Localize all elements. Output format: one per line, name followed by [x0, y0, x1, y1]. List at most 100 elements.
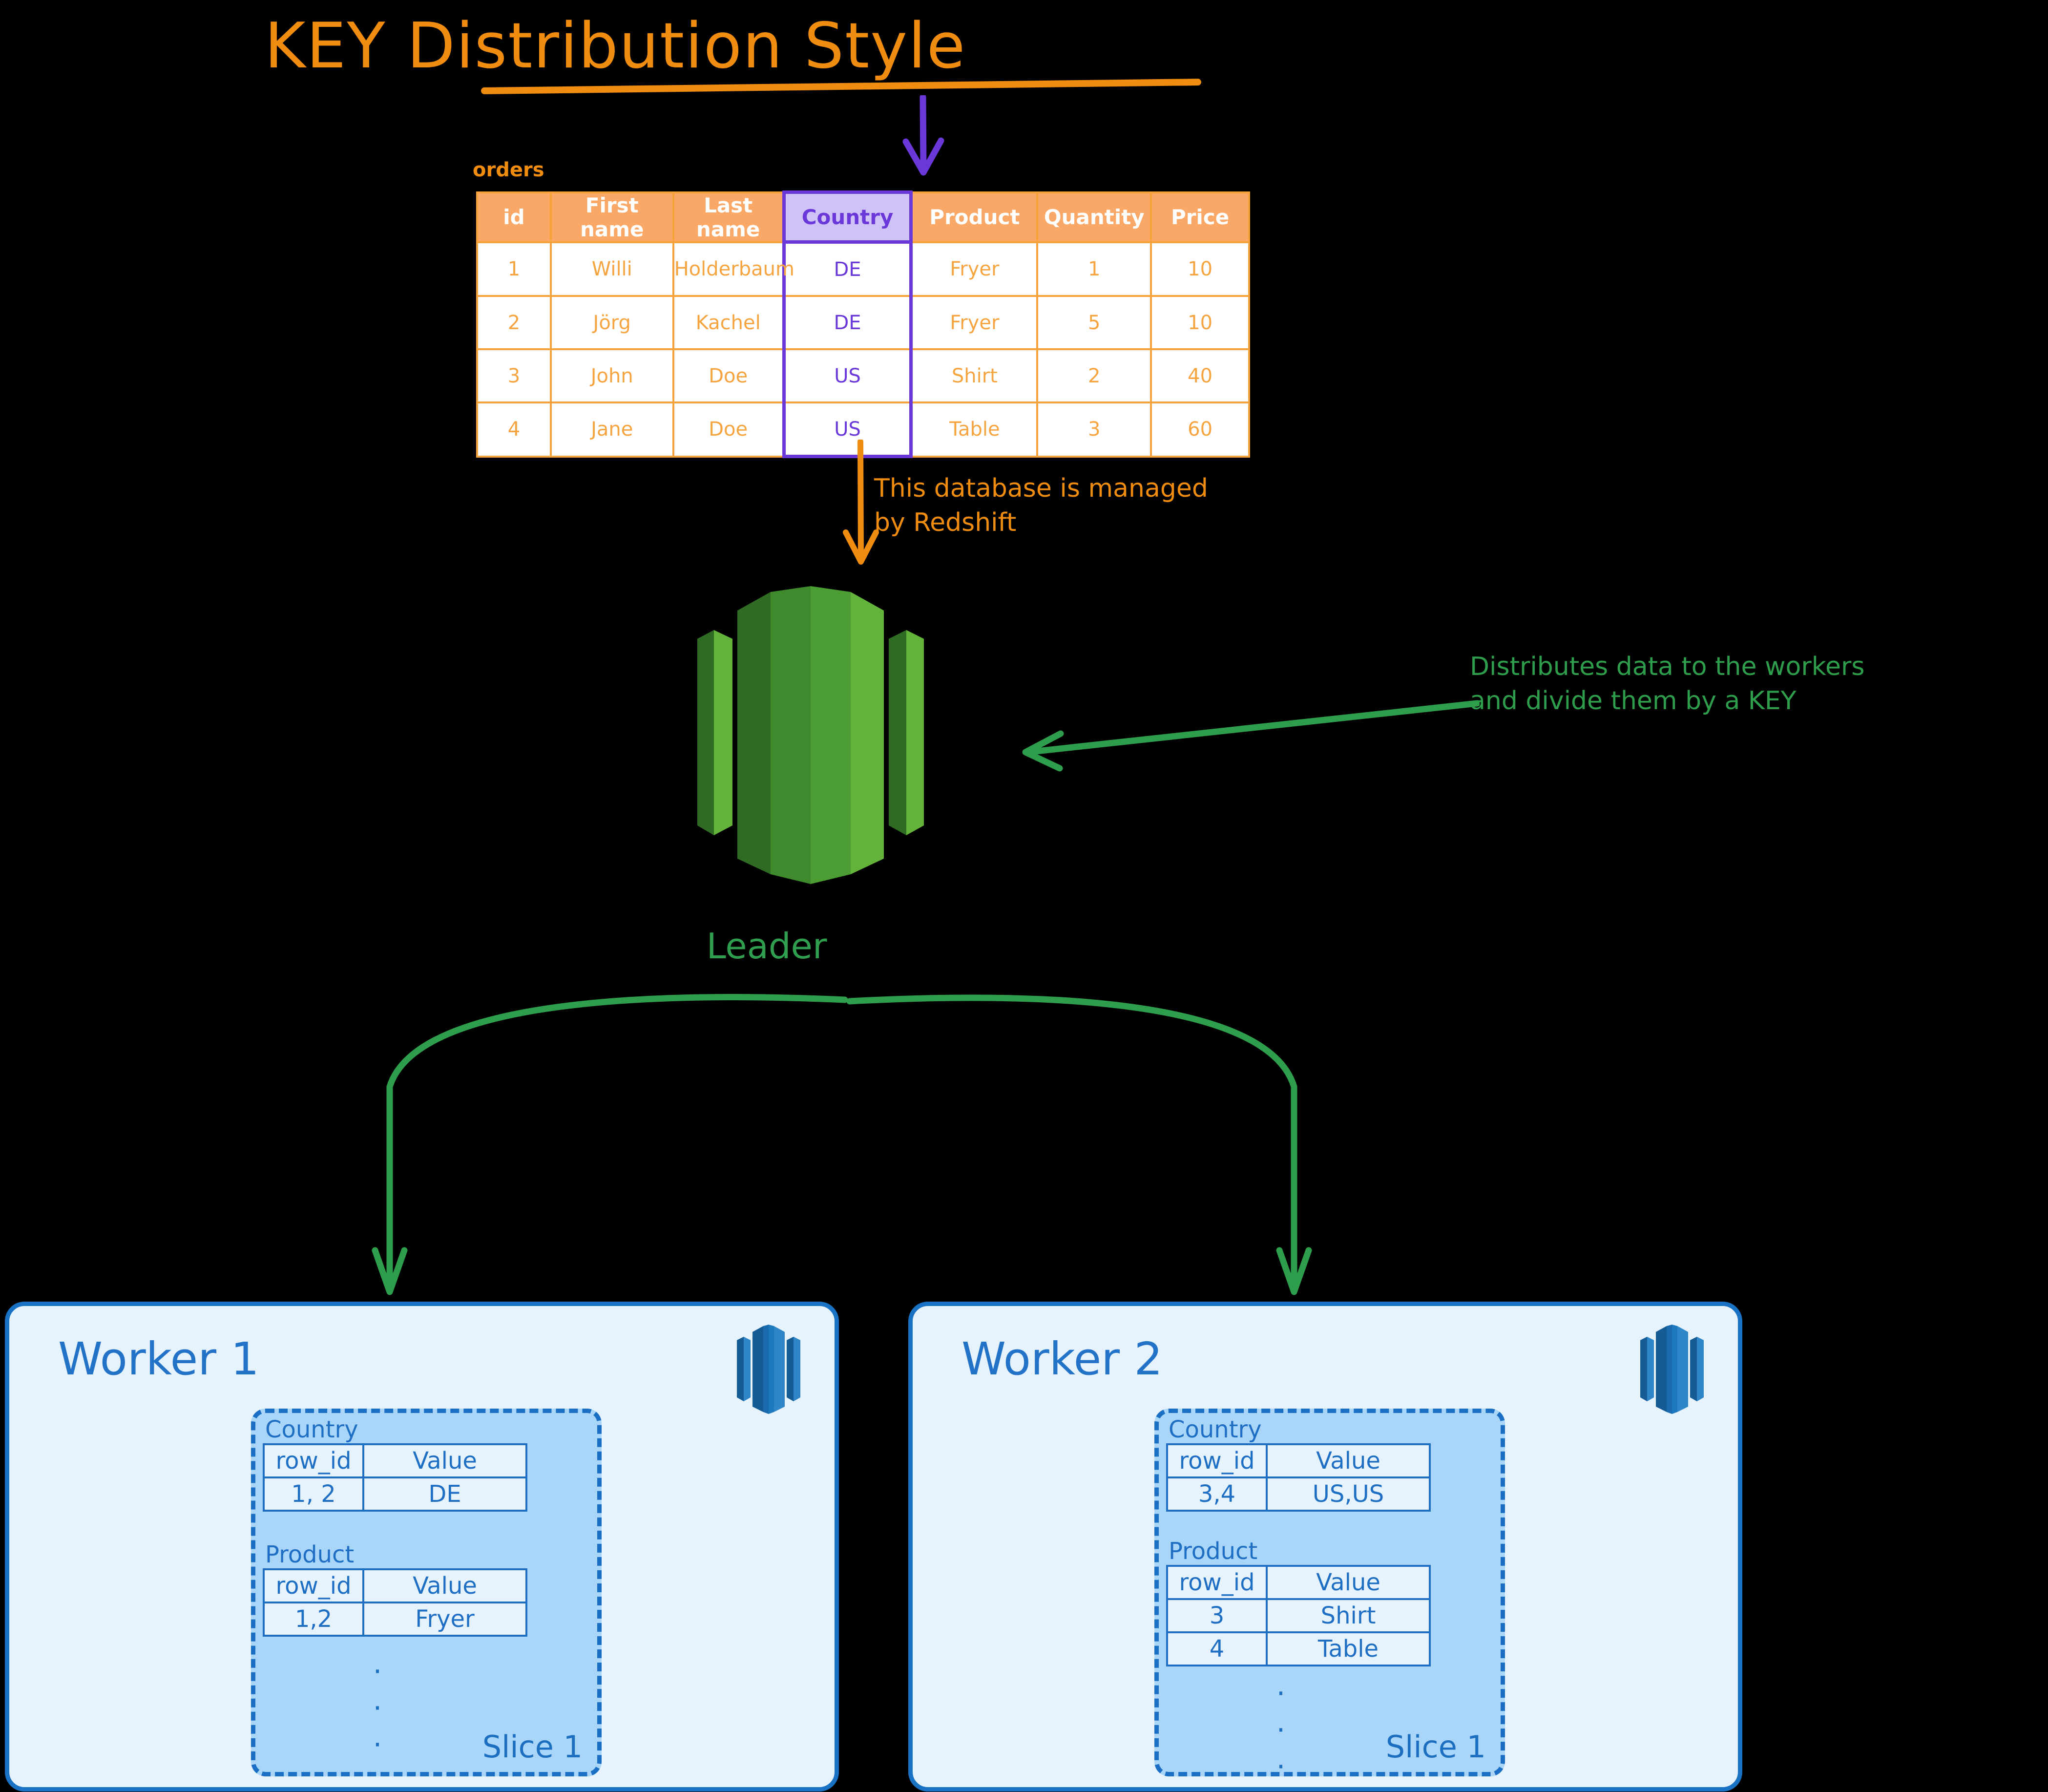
mini-cell-row-id: 3: [1166, 1598, 1268, 1633]
worker-2-box[interactable]: Worker 2 Country row_id Value 3,4 US,US: [908, 1302, 1742, 1792]
cell-product: Fryer: [910, 295, 1039, 350]
cell-last-name: Doe: [672, 401, 785, 458]
cell-country: DE: [782, 295, 913, 350]
col-header-last-name: Last name: [672, 191, 785, 243]
redshift-blue-icon: [1635, 1323, 1709, 1418]
mini-cell-value: US,US: [1266, 1476, 1431, 1512]
cell-last-name: Kachel: [672, 295, 785, 350]
cell-last-name: Doe: [672, 348, 785, 403]
note-line-1: This database is managed: [874, 474, 1208, 503]
cell-first-name: John: [549, 348, 674, 403]
worker-1-title: Worker 1: [58, 1333, 259, 1385]
ellipsis-dot: ·: [1276, 1677, 1286, 1710]
worker-1-slice-label: Slice 1: [482, 1729, 583, 1765]
block-label-product: Product: [265, 1541, 355, 1568]
cell-price: 10: [1150, 295, 1250, 350]
orders-table-header-row: id First name Last name Country Product …: [476, 190, 1250, 244]
orders-table: id First name Last name Country Product …: [476, 190, 1250, 458]
mini-cell-row-id: 1, 2: [263, 1476, 364, 1512]
distributes-data-note: Distributes data to the workers and divi…: [1470, 650, 1864, 718]
table-row: 3,4 US,US: [1166, 1476, 1431, 1512]
col-header-first-name: First name: [549, 191, 674, 243]
ellipsis-dot: ·: [373, 1728, 382, 1761]
cell-id: 3: [476, 348, 552, 403]
cell-quantity: 2: [1036, 348, 1152, 403]
managed-by-redshift-arrow-icon: [830, 439, 899, 583]
cell-first-name: Jane: [549, 401, 674, 458]
cell-quantity: 1: [1036, 241, 1152, 297]
col-header-country: Country: [782, 190, 913, 244]
block-label-country: Country: [265, 1416, 358, 1443]
table-row: 2 Jörg Kachel DE Fryer 5 10: [476, 295, 1250, 350]
worker-2-title: Worker 2: [961, 1333, 1163, 1385]
cell-product: Fryer: [910, 241, 1039, 297]
worker-1-box[interactable]: Worker 1 Country row_id Value 1, 2 DE: [5, 1302, 839, 1792]
note-line-2: and divide them by a KEY: [1470, 686, 1797, 716]
table-row: row_id Value: [1166, 1443, 1431, 1478]
mini-cell-row-id: 4: [1166, 1631, 1268, 1666]
cell-price: 10: [1150, 241, 1250, 297]
redshift-green-icon: [679, 581, 942, 925]
cell-last-name: Holderbaum: [672, 241, 794, 297]
table-row: 1 Willi Holderbaum DE Fryer 1 10: [476, 241, 1250, 297]
col-header-quantity: Quantity: [1036, 191, 1152, 243]
leader-to-workers-arrows-icon: [342, 970, 1343, 1323]
cell-first-name: Jörg: [549, 295, 674, 350]
col-header-price: Price: [1150, 191, 1250, 243]
managed-by-redshift-note: This database is managed by Redshift: [874, 471, 1208, 540]
key-column-arrow-icon: [893, 94, 956, 195]
cell-price: 40: [1150, 348, 1250, 403]
cell-country: US: [782, 401, 913, 458]
table-row: row_id Value: [1166, 1565, 1431, 1600]
mini-cell-row-id: 3,4: [1166, 1476, 1268, 1512]
worker-1-slice-box: Country row_id Value 1, 2 DE Product row…: [251, 1409, 602, 1776]
table-row: row_id Value: [263, 1568, 527, 1603]
cell-quantity: 3: [1036, 401, 1152, 458]
mini-cell-row-id: 1,2: [263, 1602, 364, 1637]
leader-label: Leader: [706, 926, 827, 967]
ellipsis-dot: ·: [1276, 1713, 1286, 1747]
ellipsis-dot: ·: [373, 1655, 382, 1688]
mini-header-row-id: row_id: [1166, 1565, 1268, 1600]
vertical-ellipsis: · · ·: [1261, 1679, 1300, 1789]
table-row: row_id Value: [263, 1443, 527, 1478]
mini-cell-value: Shirt: [1266, 1598, 1431, 1633]
cell-first-name: Willi: [549, 241, 674, 297]
mini-cell-value: Fryer: [362, 1602, 527, 1637]
worker-2-slice-box: Country row_id Value 3,4 US,US Product r…: [1154, 1409, 1505, 1781]
mini-header-row-id: row_id: [263, 1443, 364, 1478]
mini-cell-value: DE: [362, 1476, 527, 1512]
mini-header-row-id: row_id: [263, 1568, 364, 1603]
mini-header-value: Value: [1266, 1565, 1431, 1600]
table-row: 4 Jane Doe US Table 3 60: [476, 401, 1250, 458]
orders-table-label: orders: [473, 159, 544, 181]
cell-quantity: 5: [1036, 295, 1152, 350]
mini-header-value: Value: [1266, 1443, 1431, 1478]
mini-header-value: Value: [362, 1443, 527, 1478]
ellipsis-dot: ·: [373, 1691, 382, 1725]
cell-price: 60: [1150, 401, 1250, 458]
vertical-ellipsis: · · ·: [358, 1657, 397, 1767]
ellipsis-dot: ·: [1276, 1750, 1286, 1783]
cell-id: 4: [476, 401, 552, 458]
cell-product: Shirt: [910, 348, 1039, 403]
page-title: KEY Distribution Style: [264, 10, 966, 83]
block-label-product: Product: [1169, 1538, 1258, 1565]
note-line-1: Distributes data to the workers: [1470, 652, 1865, 681]
cell-country: US: [782, 348, 913, 403]
cell-product: Table: [910, 401, 1039, 458]
col-header-product: Product: [910, 191, 1039, 243]
col-header-id: id: [476, 191, 552, 243]
distributes-data-arrow-icon: [1016, 698, 1481, 779]
table-row: 3 John Doe US Shirt 2 40: [476, 348, 1250, 403]
table-row: 1,2 Fryer: [263, 1602, 527, 1637]
cell-id: 2: [476, 295, 552, 350]
table-row: 3 Shirt: [1166, 1598, 1431, 1633]
cell-country: DE: [782, 241, 913, 297]
block-label-country: Country: [1169, 1416, 1262, 1443]
mini-header-row-id: row_id: [1166, 1443, 1268, 1478]
mini-header-value: Value: [362, 1568, 527, 1603]
redshift-blue-icon: [732, 1323, 805, 1418]
table-row: 1, 2 DE: [263, 1476, 527, 1512]
mini-cell-value: Table: [1266, 1631, 1431, 1666]
